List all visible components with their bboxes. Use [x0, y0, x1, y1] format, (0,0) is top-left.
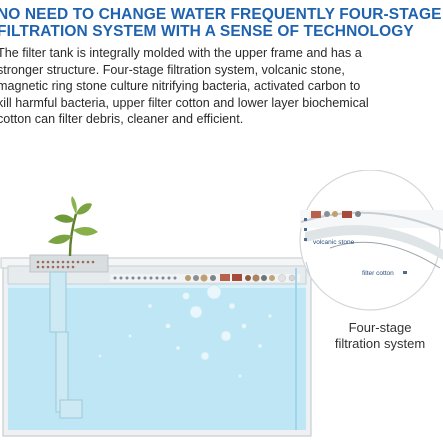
- aquarium-diagram: [0, 170, 443, 437]
- headline-line-1: NO NEED TO CHANGE WATER FREQUENTLY FOUR-…: [0, 6, 442, 23]
- headline-line-2: FILTRATION SYSTEM WITH A SENSE OF TECHNO…: [0, 23, 414, 40]
- filter-cotton-label: filter cotton: [362, 270, 394, 277]
- filter-stone-icon: [110, 274, 300, 282]
- description-line-3: magnetic ring stone culture nitrifying b…: [0, 79, 361, 93]
- pump-pipe: [49, 271, 83, 419]
- description-line-5: cotton can filter debris, cleaner and ef…: [0, 112, 244, 126]
- zoom-callout-icon: [299, 170, 443, 311]
- volcanic-stone-label: volcanic stone: [313, 239, 355, 246]
- caption-line-1: Four-stage: [348, 320, 412, 335]
- headline: NO NEED TO CHANGE WATER FREQUENTLY FOUR-…: [0, 6, 443, 40]
- description: The filter tank is integrally molded wit…: [0, 45, 443, 128]
- planter-grid: [36, 260, 95, 269]
- description-line-1: The filter tank is integrally molded wit…: [0, 46, 362, 60]
- description-line-4: kill harmful bacteria, upper filter cott…: [0, 95, 369, 110]
- description-line-2: stronger structure. Four-stage filtratio…: [0, 62, 345, 77]
- plant-icon: [48, 196, 98, 257]
- caption-line-2: filtration system: [334, 336, 426, 351]
- water-bubbles: [98, 284, 273, 378]
- planter-box: [29, 254, 109, 273]
- callout-caption: Four-stage filtration system: [320, 320, 440, 352]
- water-surface: [8, 282, 306, 288]
